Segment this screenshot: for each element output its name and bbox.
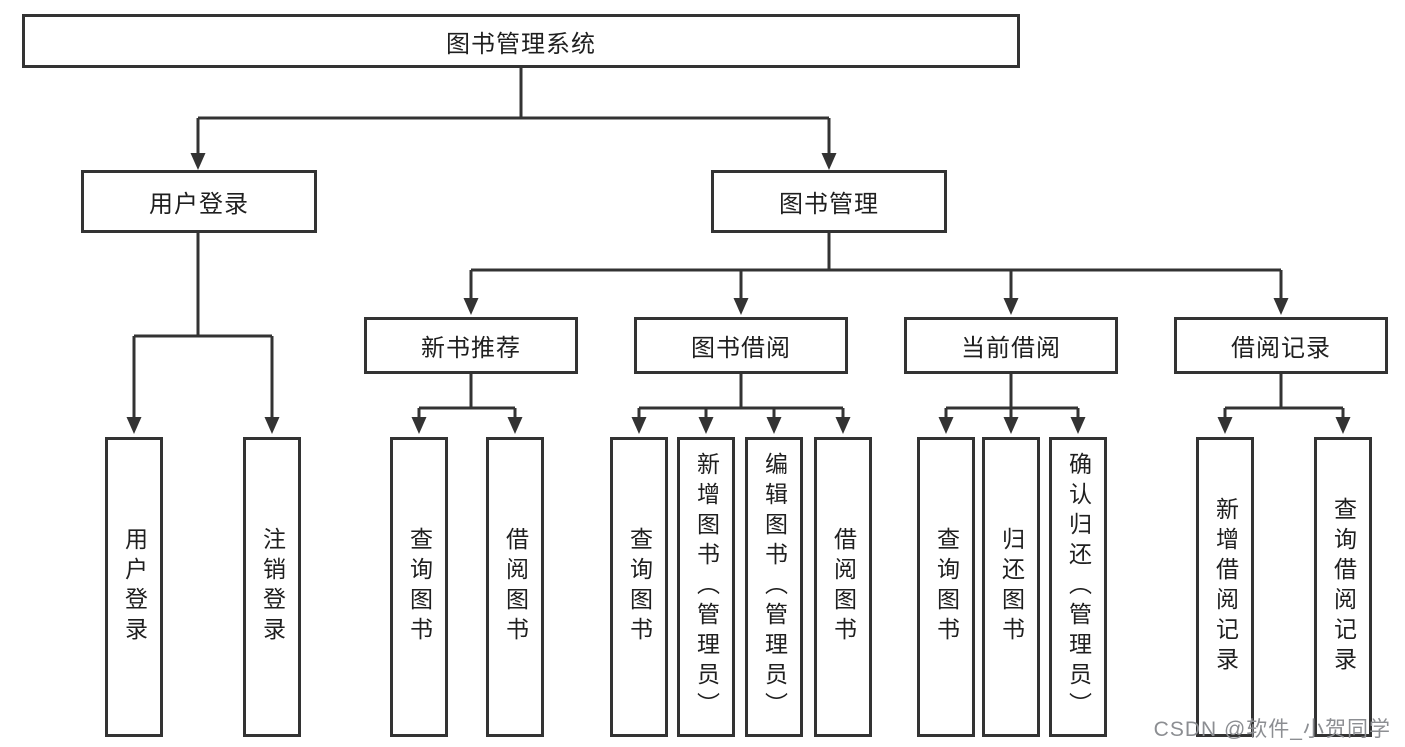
- node-leaf-logout: 注销登录: [243, 437, 301, 737]
- node-new-book-rec: 新书推荐: [364, 317, 578, 374]
- node-leaf-user-login: 用户登录: [105, 437, 163, 737]
- leaf-label: 新增借阅记录: [1212, 497, 1239, 677]
- csdn-watermark: CSDN @软件_小贺同学: [1153, 718, 1391, 741]
- leaf-label: 查询图书: [933, 527, 960, 647]
- node-leaf-query-books-1: 查询图书: [390, 437, 448, 737]
- node-leaf-query-books-2: 查询图书: [610, 437, 668, 737]
- node-leaf-confirm-return-admin: 确认归还（管理员）: [1049, 437, 1107, 737]
- connector-book-borrow: [637, 374, 845, 420]
- node-user-login: 用户登录: [81, 170, 317, 233]
- node-book-borrow: 图书借阅: [634, 317, 848, 374]
- node-new-book-rec-label: 新书推荐: [421, 335, 521, 362]
- node-leaf-query-books-3: 查询图书: [917, 437, 975, 737]
- connector-book-mgmt: [469, 233, 1283, 301]
- node-book-borrow-label: 图书借阅: [691, 335, 791, 362]
- leaf-label: 查询借阅记录: [1330, 497, 1357, 677]
- node-user-login-label: 用户登录: [149, 191, 249, 218]
- connector-borrow-records: [1223, 374, 1345, 420]
- connector-current-borrow: [944, 374, 1080, 420]
- node-leaf-borrow-books-1: 借阅图书: [486, 437, 544, 737]
- node-leaf-add-borrow-record: 新增借阅记录: [1196, 437, 1254, 737]
- node-book-mgmt: 图书管理: [711, 170, 947, 233]
- connector-user-login: [132, 233, 274, 420]
- node-root-label: 图书管理系统: [446, 30, 596, 58]
- leaf-label: 确认归还（管理员）: [1065, 452, 1092, 722]
- leaf-label: 注销登录: [259, 527, 286, 647]
- leaf-label: 借阅图书: [830, 527, 857, 647]
- leaf-label: 借阅图书: [502, 527, 529, 647]
- leaf-label: 归还图书: [998, 527, 1025, 647]
- node-current-borrow: 当前借阅: [904, 317, 1118, 374]
- node-leaf-return-books: 归还图书: [982, 437, 1040, 737]
- leaf-label: 用户登录: [121, 527, 148, 647]
- leaf-label: 编辑图书（管理员）: [761, 452, 788, 722]
- node-leaf-borrow-books-2: 借阅图书: [814, 437, 872, 737]
- node-leaf-add-books-admin: 新增图书（管理员）: [677, 437, 735, 737]
- leaf-label: 查询图书: [626, 527, 653, 647]
- leaf-label: 查询图书: [406, 527, 433, 647]
- node-root: 图书管理系统: [22, 14, 1020, 68]
- connector-root: [196, 68, 831, 158]
- node-leaf-edit-books-admin: 编辑图书（管理员）: [745, 437, 803, 737]
- node-book-mgmt-label: 图书管理: [779, 191, 879, 218]
- connector-new-book: [417, 374, 517, 420]
- node-current-borrow-label: 当前借阅: [961, 335, 1061, 362]
- node-leaf-query-borrow-record: 查询借阅记录: [1314, 437, 1372, 737]
- leaf-label: 新增图书（管理员）: [693, 452, 720, 722]
- node-borrow-records: 借阅记录: [1174, 317, 1388, 374]
- arrowheads: [126, 153, 1351, 434]
- node-borrow-records-label: 借阅记录: [1231, 335, 1331, 362]
